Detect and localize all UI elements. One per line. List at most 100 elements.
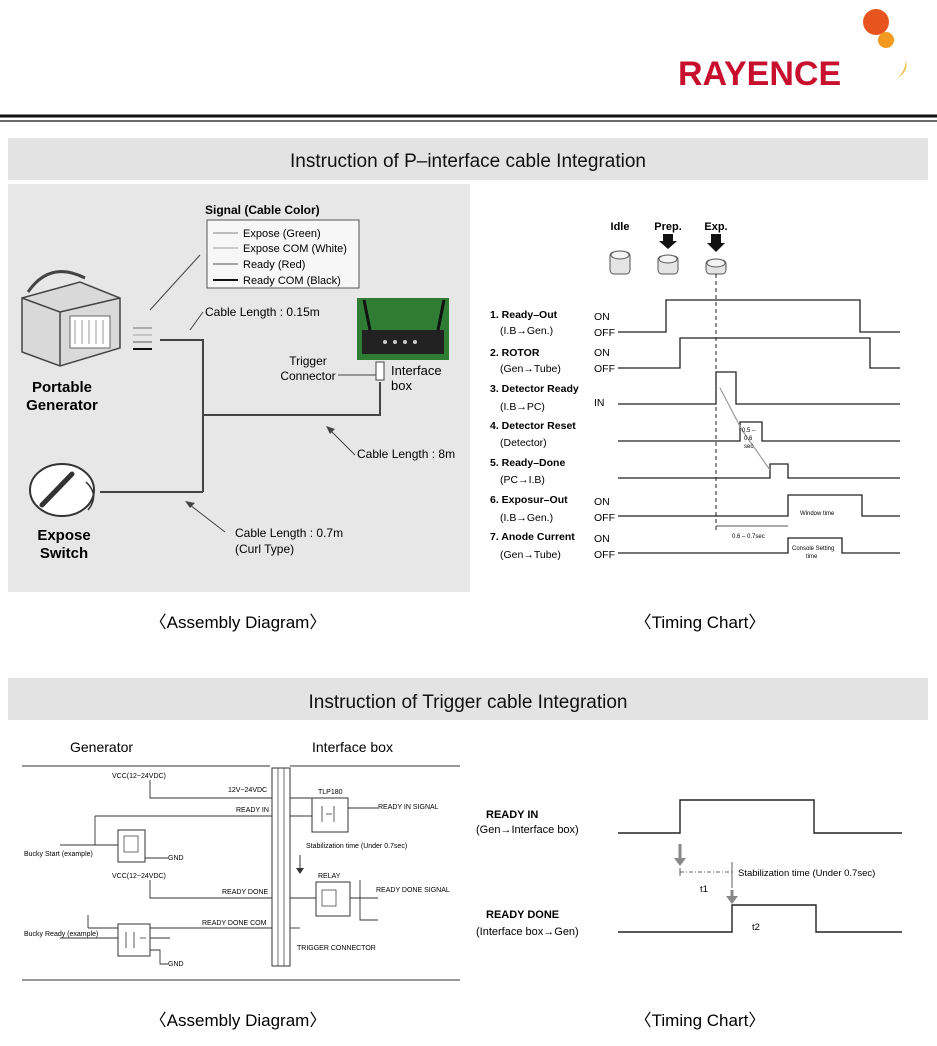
- gnd-label-2: GND: [168, 961, 184, 968]
- wave-ready-out: [618, 299, 900, 333]
- state-idle: Idle: [611, 221, 630, 233]
- section1-title-bar: [8, 138, 928, 180]
- portable-generator-label-2: Generator: [26, 397, 98, 414]
- bucky-ready-label: Bucky Ready (example): [24, 931, 98, 938]
- ready-in-signal-label: READY IN SIGNAL: [378, 804, 439, 811]
- cable-interface: [203, 382, 381, 416]
- state-exp: Exp.: [704, 221, 727, 233]
- sig1-name: 1. Ready–Out: [490, 309, 558, 321]
- page-header: RAYENCE: [0, 9, 937, 122]
- wave-anode-current: [618, 537, 900, 554]
- ready-in-name: READY IN: [486, 809, 538, 821]
- section1-title: Instruction of P–interface cable Integra…: [290, 151, 646, 172]
- sig1-off: OFF: [594, 327, 615, 339]
- caption-assembly-1: 〈Assembly Diagram〉: [150, 613, 327, 632]
- relay-label: RELAY: [318, 873, 341, 880]
- sig7-off: OFF: [594, 549, 615, 561]
- section2-title-bar: [8, 678, 928, 720]
- ready-in-sub: (Gen→Interface box): [476, 824, 579, 836]
- ready-in-label: READY IN: [236, 807, 269, 814]
- rayence-logo: RAYENCE: [678, 9, 907, 93]
- cable-length-07-type: (Curl Type): [235, 542, 294, 556]
- sig1-on: ON: [594, 311, 610, 323]
- sig1-sub: (I.B→Gen.): [500, 325, 553, 337]
- sig6-name: 6. Exposur–Out: [490, 494, 568, 506]
- sig7-on: ON: [594, 533, 610, 545]
- trigger-timing-chart: READY IN (Gen→Interface box) READY DONE …: [476, 799, 902, 938]
- console-setting-1: Console Setting: [792, 546, 834, 552]
- trigger-connector-label-2: Connector: [280, 369, 335, 383]
- wave-ready-done: [618, 904, 902, 933]
- sig4-sub: (Detector): [500, 437, 547, 449]
- gnd-label-1: GND: [168, 855, 184, 862]
- signal-legend: [206, 219, 360, 289]
- logo-text: RAYENCE: [678, 55, 841, 93]
- interface-box-label-2: box: [391, 378, 412, 393]
- section-trigger: Instruction of Trigger cable Integration…: [8, 678, 928, 1030]
- t2-label: t2: [752, 922, 760, 933]
- v12-label: 12V~24VDC: [228, 787, 267, 794]
- reset-note-1: 0.5 –: [742, 428, 756, 434]
- section-p-interface: Instruction of P–interface cable Integra…: [8, 138, 928, 632]
- wave-ready-done: [618, 463, 900, 479]
- interface-box-label-1: Interface: [391, 363, 442, 378]
- signal-legend-title: Signal (Cable Color): [205, 203, 320, 217]
- sig7-name: 7. Anode Current: [490, 531, 575, 543]
- expose-switch-icon: [29, 463, 95, 517]
- interface-box-photo: [357, 298, 449, 381]
- ready-done-signal-label: READY DONE SIGNAL: [376, 887, 450, 894]
- ready-done-name: READY DONE: [486, 909, 559, 921]
- sig2-on: ON: [594, 347, 610, 359]
- interface-box-header: Interface box: [312, 739, 393, 755]
- sig5-sub: (PC→I.B): [500, 474, 545, 486]
- sig6-sub: (I.B→Gen.): [500, 512, 553, 524]
- wave-rotor: [618, 337, 900, 369]
- button-idle-icon: [609, 250, 631, 275]
- sig2-sub: (Gen→Tube): [500, 363, 561, 375]
- generator-header: Generator: [70, 739, 133, 755]
- trigger-connector-text: TRIGGER CONNECTOR: [297, 945, 376, 952]
- cable-length-015: Cable Length : 0.15m: [205, 305, 320, 319]
- wave-ready-in: [618, 799, 902, 834]
- legend-ready-com: Ready COM (Black): [243, 275, 341, 287]
- expose-switch-label-2: Switch: [40, 545, 88, 562]
- cable-generator: [160, 339, 204, 492]
- vcc-label-2: VCC(12~24VDC): [112, 873, 166, 880]
- sig3-sub: (I.B→PC): [500, 401, 545, 413]
- stabilization-label-2: Stabilization time (Under 0.7sec): [738, 868, 875, 879]
- p-interface-timing-chart: Idle Prep. Exp. 1. Ready–Out (I.B→Gen.) …: [490, 221, 900, 561]
- sig5-name: 5. Ready–Done: [490, 457, 565, 469]
- button-prep-icon: [657, 234, 679, 275]
- bucky-start-label: Bucky Start (example): [24, 851, 93, 858]
- section2-title: Instruction of Trigger cable Integration: [309, 692, 628, 713]
- cable-length-07: Cable Length : 0.7m: [235, 526, 343, 540]
- sig6-on: ON: [594, 496, 610, 508]
- legend-ready: Ready (Red): [243, 259, 305, 271]
- vcc-label-1: VCC(12~24VDC): [112, 773, 166, 780]
- legend-expose: Expose (Green): [243, 228, 321, 240]
- portable-generator-label-1: Portable: [32, 379, 92, 396]
- trigger-connector-label-1: Trigger: [289, 354, 327, 368]
- tlp180-label: TLP180: [318, 789, 343, 796]
- sig3-in: IN: [594, 397, 605, 409]
- t1-label: t1: [700, 884, 708, 895]
- wave-detector-ready: [618, 371, 900, 405]
- reset-note-3: sec: [744, 444, 753, 450]
- delay-label: 0.6 – 0.7sec: [732, 534, 765, 540]
- wave-detector-reset: [618, 421, 900, 442]
- relay-block: [315, 881, 351, 917]
- window-time-label: Window time: [800, 511, 835, 517]
- wave-exposure-out: [618, 494, 900, 517]
- sig2-off: OFF: [594, 363, 615, 375]
- cable-length-8m: Cable Length : 8m: [357, 447, 455, 461]
- stabilization-label-1: Stabilization time (Under 0.7sec): [306, 843, 407, 850]
- sig6-off: OFF: [594, 512, 615, 524]
- caption-timing-2: 〈Timing Chart〉: [635, 1011, 766, 1030]
- legend-expose-com: Expose COM (White): [243, 243, 347, 255]
- caption-assembly-2: 〈Assembly Diagram〉: [150, 1011, 327, 1030]
- ready-done-sub: (Interface box→Gen): [476, 926, 579, 938]
- tlp180-block: [311, 797, 349, 833]
- button-exp-icon: [705, 234, 727, 275]
- generator-optocoupler-1: [117, 829, 146, 863]
- state-prep: Prep.: [654, 221, 682, 233]
